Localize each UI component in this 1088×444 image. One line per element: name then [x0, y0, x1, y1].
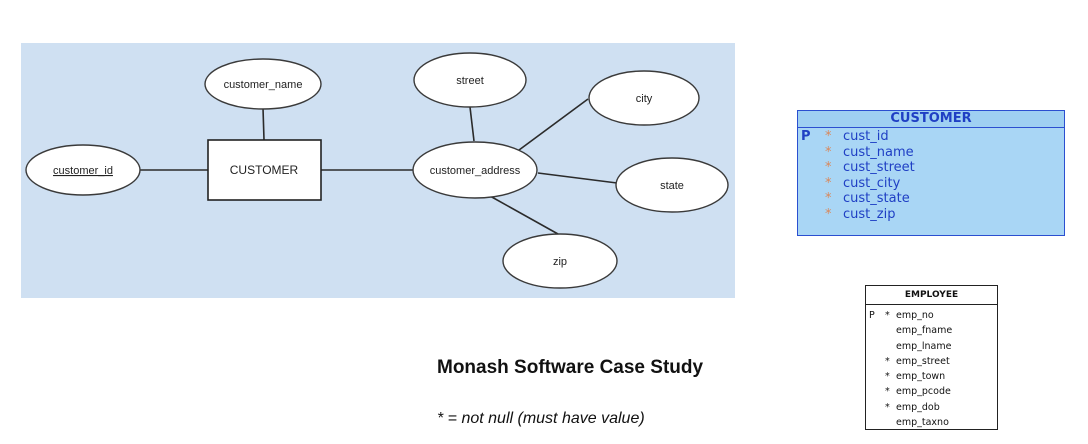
attribute-zip: zip [502, 233, 618, 289]
attribute-customer-address: customer_address [412, 141, 538, 199]
attribute-city: city [588, 70, 700, 126]
connector-zip [489, 195, 559, 235]
column-name: emp_no [896, 310, 934, 321]
customer-table-title: CUSTOMER [798, 111, 1064, 128]
not-null-marker: * [825, 144, 832, 160]
table-row: P * emp_no [866, 308, 997, 323]
connector-state [537, 172, 618, 184]
attribute-street: street [413, 52, 527, 108]
column-name: cust_city [843, 175, 901, 191]
column-name: emp_street [896, 355, 950, 367]
column-name: emp_taxno [896, 417, 949, 429]
column-name: cust_street [843, 160, 915, 175]
table-row: * cust_zip [798, 207, 1064, 223]
table-row: * emp_dob [866, 400, 997, 415]
column-name: emp_pcode [896, 386, 951, 398]
column-name: emp_lname [896, 340, 952, 352]
attribute-label-state: state [660, 180, 684, 192]
not-null-marker: * [885, 401, 890, 413]
table-row: * emp_town [866, 369, 997, 384]
attribute-customer-id: customer_id [25, 144, 141, 196]
employee-table-title: EMPLOYEE [866, 286, 997, 305]
column-name: emp_dob [896, 401, 940, 413]
table-row: * cust_name [798, 145, 1064, 161]
table-row: * cust_city [798, 176, 1064, 192]
er-diagram-panel: customer_id customer_name customer_addre… [21, 43, 735, 298]
primary-key-marker: P [801, 129, 811, 144]
entity-label-customer: CUSTOMER [230, 163, 299, 177]
attribute-label-street: street [456, 75, 484, 87]
case-study-title: Monash Software Case Study [437, 357, 704, 378]
not-null-marker: * [825, 206, 832, 222]
not-null-marker: * [825, 175, 832, 191]
not-null-marker: * [825, 160, 832, 175]
table-row: P * cust_id [798, 129, 1064, 145]
table-row: * cust_state [798, 191, 1064, 207]
connector-customer-name [262, 107, 265, 141]
attribute-label-customer-id: customer_id [53, 165, 113, 177]
er-diagram: customer_id customer_name customer_addre… [25, 52, 729, 289]
entity-customer: CUSTOMER [207, 139, 322, 201]
attribute-customer-name: customer_name [204, 58, 322, 110]
not-null-marker: * [885, 371, 890, 383]
not-null-legend: * = not null (must have value) [437, 410, 645, 427]
column-name: cust_name [843, 144, 914, 160]
not-null-marker: * [825, 191, 832, 206]
attribute-label-zip: zip [553, 256, 567, 268]
column-name: cust_id [843, 129, 889, 144]
column-name: emp_town [896, 371, 946, 383]
employee-table: EMPLOYEE P * emp_no emp_fname emp_lname … [865, 285, 998, 430]
employee-table-columns: P * emp_no emp_fname emp_lname * emp_str… [866, 305, 997, 430]
not-null-marker: * [885, 386, 890, 398]
table-row: * emp_street [866, 354, 997, 369]
customer-table-columns: P * cust_id * cust_name * cust_street * … [798, 128, 1064, 222]
customer-table: CUSTOMER P * cust_id * cust_name * cust_… [797, 110, 1065, 236]
column-name: cust_state [843, 191, 910, 206]
table-row: * emp_pcode [866, 384, 997, 399]
attribute-label-customer-name: customer_name [224, 79, 303, 91]
attribute-label-customer-address: customer_address [430, 165, 521, 177]
table-row: emp_taxno [866, 415, 997, 430]
primary-key-marker: P [869, 310, 875, 321]
not-null-marker: * [885, 310, 890, 321]
table-row: * cust_street [798, 160, 1064, 176]
attribute-label-city: city [636, 93, 653, 105]
connector-city [514, 98, 589, 154]
not-null-marker: * [885, 355, 890, 367]
column-name: emp_fname [896, 325, 953, 337]
not-null-marker: * [825, 129, 832, 144]
column-name: cust_zip [843, 206, 896, 222]
table-row: emp_fname [866, 323, 997, 338]
attribute-state: state [615, 157, 729, 213]
connector-street [469, 106, 475, 142]
table-row: emp_lname [866, 339, 997, 354]
